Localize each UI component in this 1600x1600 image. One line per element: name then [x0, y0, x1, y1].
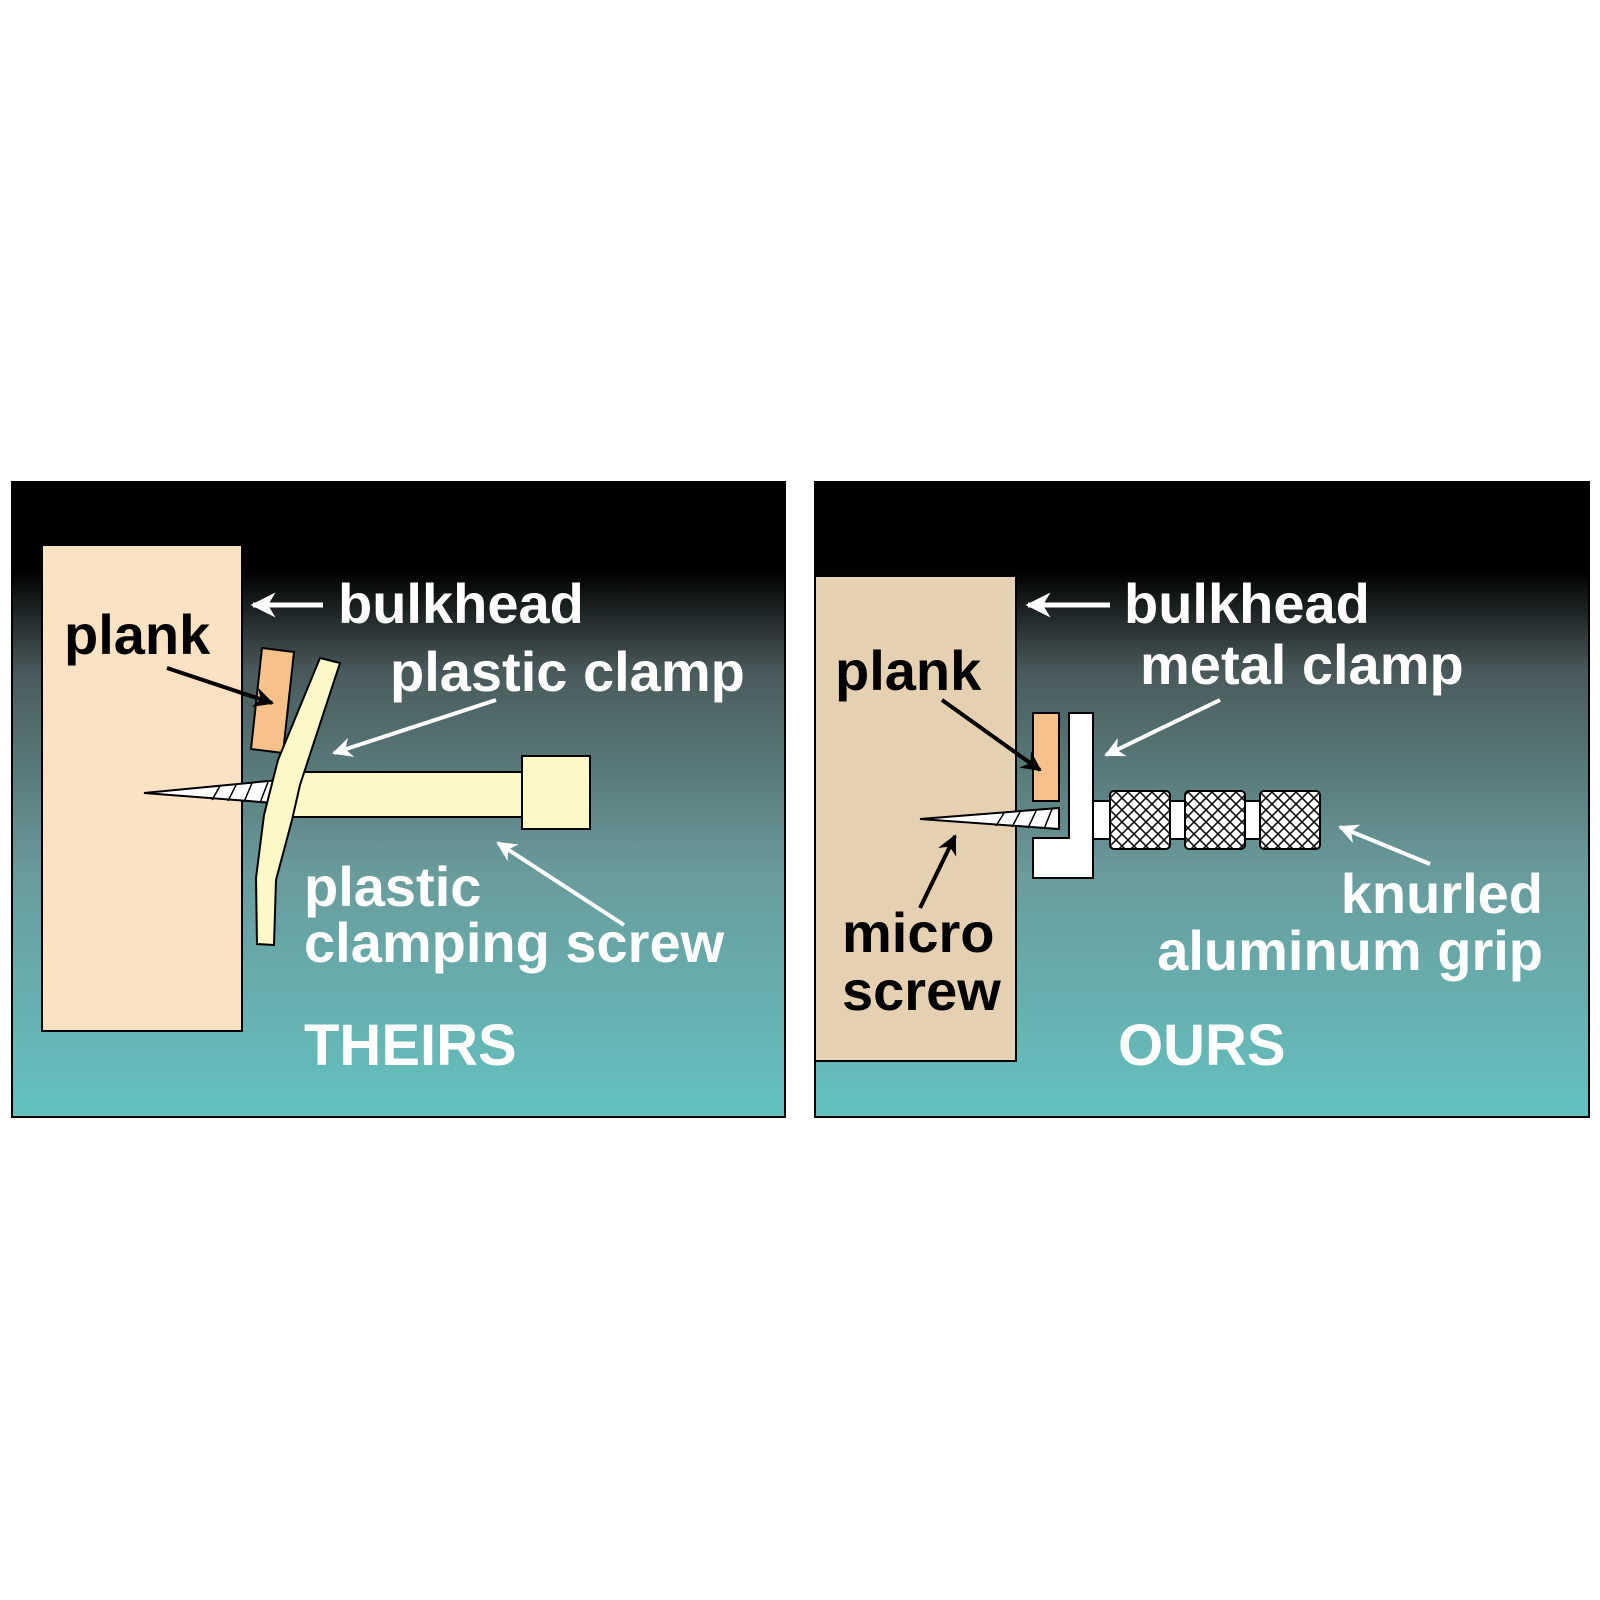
- clamping-screw-head: [521, 755, 591, 830]
- knurl-band-2: [1184, 790, 1246, 850]
- arrow-clamping-screw: [496, 841, 626, 927]
- clamping-screw-shaft: [291, 771, 525, 818]
- arrow-micro-screw: [918, 834, 957, 909]
- arrow-knurled-grip: [1338, 824, 1431, 866]
- arrow-metal-clamp: [1104, 698, 1221, 757]
- panel-ours: bulkhead plank metal clamp micro screw k…: [814, 481, 1590, 1118]
- label-micro-line2: screw: [842, 959, 1001, 1022]
- micro-screw: [919, 806, 1060, 831]
- label-screw-line1: plastic: [304, 855, 481, 918]
- knurl-band-1: [1109, 790, 1171, 850]
- screw-threads: [211, 781, 269, 804]
- panel-title-theirs: THEIRS: [304, 1013, 517, 1078]
- label-micro-line1: micro: [842, 901, 995, 964]
- label-bulkhead: bulkhead: [1124, 572, 1370, 635]
- micro-screw-threads: [995, 808, 1053, 830]
- label-plank: plank: [64, 603, 211, 666]
- label-plank: plank: [835, 639, 982, 702]
- panel-theirs: bulkhead plank plastic clamp plastic cla…: [11, 481, 786, 1118]
- label-bulkhead: bulkhead: [338, 572, 584, 635]
- label-screw-line2: clamping screw: [304, 911, 725, 974]
- arrow-plastic-clamp: [332, 698, 497, 757]
- metal-clamp: [1032, 712, 1094, 879]
- panel-title-ours: OURS: [1118, 1013, 1286, 1078]
- plastic-clamp: [254, 656, 342, 947]
- arrow-plank: [166, 666, 274, 707]
- label-grip-line2: aluminum grip: [1157, 919, 1543, 982]
- label-plastic-clamp: plastic clamp: [390, 640, 745, 703]
- plank: [1032, 712, 1060, 802]
- knurl-band-3: [1259, 790, 1321, 850]
- label-grip-line1: knurled: [1341, 862, 1543, 925]
- arrow-plank: [940, 698, 1042, 772]
- label-metal-clamp: metal clamp: [1140, 633, 1464, 696]
